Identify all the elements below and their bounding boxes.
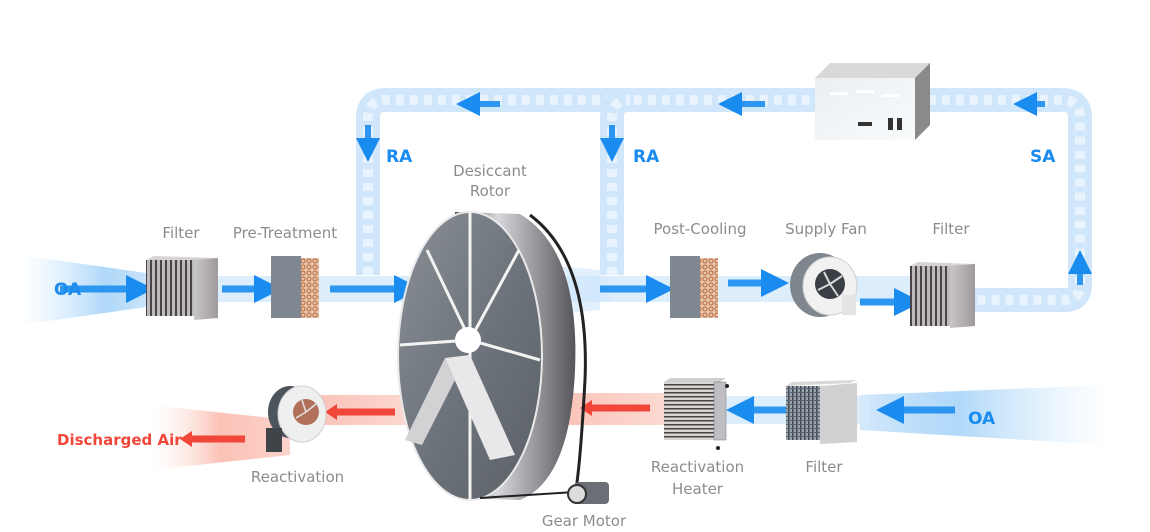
sa-label: SA xyxy=(1030,147,1056,167)
reactivation-heater-label-line2: Heater xyxy=(672,480,723,498)
filter-1-unit[interactable] xyxy=(146,256,218,320)
ra-left-label: RA xyxy=(386,147,413,167)
filter-3-label: Filter xyxy=(805,458,843,476)
filter-2-unit[interactable] xyxy=(910,262,975,328)
reactivation-heater-label-line1: Reactivation xyxy=(650,458,745,476)
return-air-duct xyxy=(356,88,1092,312)
reactivation-heater[interactable] xyxy=(664,378,729,450)
desiccant-rotor-label-line2: Rotor xyxy=(469,182,511,200)
post-cooling-coil[interactable] xyxy=(670,256,718,318)
duct-flow-arrows xyxy=(356,92,1092,285)
filter-1-label: Filter xyxy=(162,224,200,242)
supply-fan[interactable] xyxy=(790,253,858,317)
pre-treatment-label: Pre-Treatment xyxy=(232,224,338,242)
discharged-air-label: Discharged Air xyxy=(57,431,182,449)
pre-treatment-coil[interactable] xyxy=(271,256,319,318)
oa-reactivation-label: OA xyxy=(968,409,996,429)
filter-2-label: Filter xyxy=(932,220,970,238)
post-cooling-label: Post-Cooling xyxy=(653,220,747,238)
reactivation-fan-label: Reactivation xyxy=(250,468,345,486)
cleanroom-image xyxy=(815,63,930,140)
reactivation-fan[interactable] xyxy=(266,385,327,452)
gear-motor[interactable] xyxy=(479,482,609,504)
desiccant-rotor[interactable] xyxy=(397,211,587,501)
ra-right-label: RA xyxy=(633,147,660,167)
oa-inlet-label: OA xyxy=(54,280,82,300)
supply-fan-label: Supply Fan xyxy=(785,220,867,238)
desiccant-rotor-label-line1: Desiccant xyxy=(453,162,527,180)
filter-3-unit[interactable] xyxy=(786,380,857,444)
gear-motor-label: Gear Motor xyxy=(541,512,627,530)
